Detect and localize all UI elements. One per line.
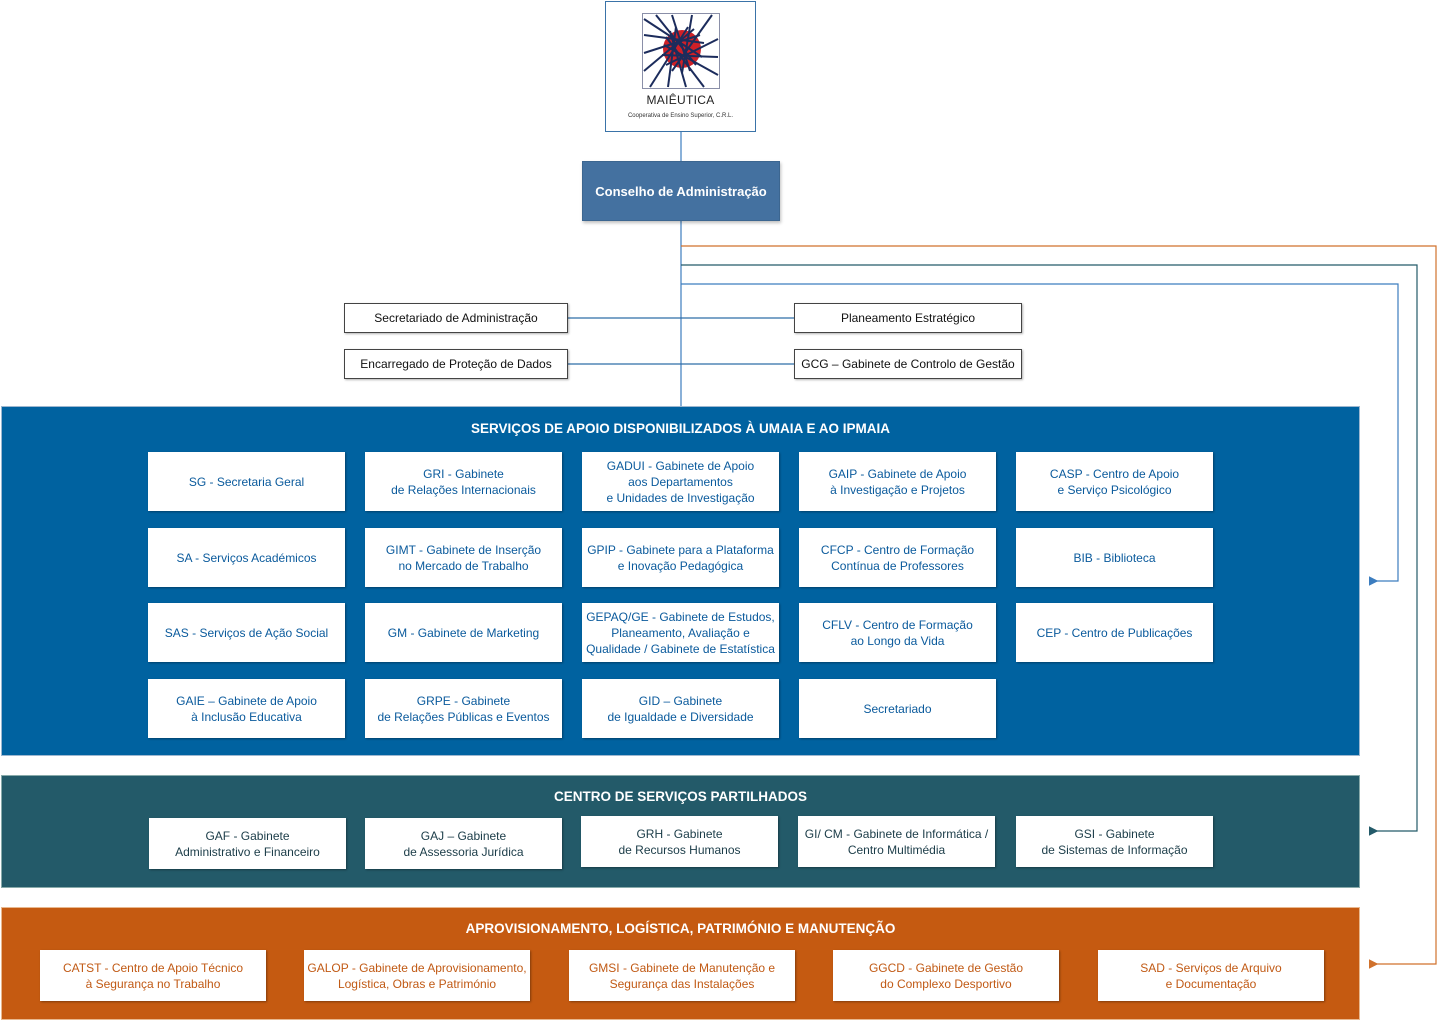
saad-unit-label: GID – Gabinete de Igualdade e Diversidad…	[607, 693, 754, 724]
saad-unit[interactable]: CEP - Centro de Publicações	[1016, 603, 1213, 662]
alpm-unit[interactable]: GGCD - Gabinete de Gestão do Complexo De…	[833, 950, 1059, 1001]
staff-unit-label: Planeamento Estratégico	[840, 311, 976, 325]
maieutica-logo-icon	[642, 13, 720, 89]
saad-unit[interactable]: GID – Gabinete de Igualdade e Diversidad…	[582, 679, 779, 738]
csp-unit-label: GAF - Gabinete Administrativo e Financei…	[175, 828, 320, 859]
saad-unit[interactable]: GAIP - Gabinete de Apoio à Investigação …	[799, 452, 996, 511]
board-of-directors-box[interactable]: Conselho de Administração	[582, 161, 780, 221]
saad-unit[interactable]: GPIP - Gabinete para a Plataforma e Inov…	[582, 528, 779, 587]
saad-unit-label: GADUI - Gabinete de Apoio aos Departamen…	[606, 458, 755, 505]
saad-unit-label: GAIP - Gabinete de Apoio à Investigação …	[828, 466, 967, 497]
saad-unit-label: GM - Gabinete de Marketing	[387, 625, 540, 640]
staff-unit-gcg[interactable]: GCG – Gabinete de Controlo de Gestão	[794, 349, 1022, 379]
saad-unit[interactable]: SA - Serviços Académicos	[148, 528, 345, 587]
saad-unit[interactable]: SAS - Serviços de Ação Social	[148, 603, 345, 662]
saad-unit-label: BIB - Biblioteca	[1073, 550, 1156, 565]
logo-name: MAIÊUTICA	[646, 93, 715, 107]
saad-unit[interactable]: GIMT - Gabinete de Inserção no Mercado d…	[365, 528, 562, 587]
logo-subtitle: Cooperativa de Ensino Superior, C.R.L.	[627, 113, 734, 119]
saad-unit[interactable]: CFCP - Centro de Formação Contínua de Pr…	[799, 528, 996, 587]
staff-unit-label: Secretariado de Administração	[374, 311, 538, 325]
alpm-unit[interactable]: GALOP - Gabinete de Aprovisionamento, Lo…	[304, 950, 530, 1001]
alpm-panel-title: APROVISIONAMENTO, LOGÍSTICA, PATRIMÓNIO …	[465, 921, 896, 936]
csp-unit[interactable]: GRH - Gabinete de Recursos Humanos	[581, 816, 778, 867]
csp-unit[interactable]: GI/ CM - Gabinete de Informática / Centr…	[798, 816, 995, 867]
saad-unit[interactable]: SG - Secretaria Geral	[148, 452, 345, 511]
saad-unit-label: CFLV - Centro de Formação ao Longo da Vi…	[822, 617, 973, 648]
saad-unit-label: SAS - Serviços de Ação Social	[164, 625, 329, 640]
csp-unit-label: GRH - Gabinete de Recursos Humanos	[618, 826, 741, 857]
saad-unit[interactable]: GM - Gabinete de Marketing	[365, 603, 562, 662]
alpm-unit-label: CATST - Centro de Apoio Técnico à Segura…	[62, 960, 244, 991]
saad-unit-label: CFCP - Centro de Formação Contínua de Pr…	[820, 542, 975, 573]
saad-unit-label: Secretariado	[863, 701, 932, 716]
staff-unit-label: GCG – Gabinete de Controlo de Gestão	[801, 357, 1015, 371]
csp-panel: CENTRO DE SERVIÇOS PARTILHADOS GAF - Gab…	[1, 775, 1360, 888]
board-label: Conselho de Administração	[595, 183, 767, 199]
csp-unit[interactable]: GAJ – Gabinete de Assessoria Jurídica	[365, 818, 562, 869]
staff-unit-planeamento-estrategico[interactable]: Planeamento Estratégico	[794, 303, 1022, 333]
staff-unit-protecao-dados[interactable]: Encarregado de Proteção de Dados	[344, 349, 568, 379]
alpm-unit-label: GALOP - Gabinete de Aprovisionamento, Lo…	[307, 960, 527, 991]
maieutica-logo-box: MAIÊUTICA Cooperativa de Ensino Superior…	[605, 1, 756, 132]
saad-unit-label: GRI - Gabinete de Relações Internacionai…	[391, 466, 536, 497]
saad-panel: SERVIÇOS DE APOIO DISPONIBILIZADOS À UMA…	[1, 406, 1360, 756]
saad-unit-label: CASP - Centro de Apoio e Serviço Psicoló…	[1049, 466, 1180, 497]
alpm-unit-label: GGCD - Gabinete de Gestão do Complexo De…	[868, 960, 1024, 991]
saad-unit[interactable]: BIB - Biblioteca	[1016, 528, 1213, 587]
saad-unit[interactable]: CASP - Centro de Apoio e Serviço Psicoló…	[1016, 452, 1213, 511]
alpm-unit[interactable]: GMSI - Gabinete de Manutenção e Seguranç…	[569, 950, 795, 1001]
saad-unit-label: SG - Secretaria Geral	[188, 474, 305, 489]
saad-unit-label: GEPAQ/GE - Gabinete de Estudos, Planeame…	[586, 609, 775, 656]
alpm-unit-label: SAD - Serviços de Arquivo e Documentação	[1140, 960, 1282, 991]
csp-unit-label: GSI - Gabinete de Sistemas de Informação	[1041, 826, 1188, 857]
saad-unit-label: GAIE – Gabinete de Apoio à Inclusão Educ…	[176, 693, 317, 724]
alpm-panel: APROVISIONAMENTO, LOGÍSTICA, PATRIMÓNIO …	[1, 907, 1360, 1020]
csp-unit[interactable]: GAF - Gabinete Administrativo e Financei…	[149, 818, 346, 869]
saad-unit[interactable]: GRI - Gabinete de Relações Internacionai…	[365, 452, 562, 511]
alpm-unit[interactable]: CATST - Centro de Apoio Técnico à Segura…	[40, 950, 266, 1001]
saad-unit-label: GPIP - Gabinete para a Plataforma e Inov…	[587, 542, 774, 573]
saad-panel-title: SERVIÇOS DE APOIO DISPONIBILIZADOS À UMA…	[470, 421, 891, 436]
alpm-unit[interactable]: SAD - Serviços de Arquivo e Documentação	[1098, 950, 1324, 1001]
saad-unit[interactable]: GEPAQ/GE - Gabinete de Estudos, Planeame…	[582, 603, 779, 662]
saad-unit[interactable]: CFLV - Centro de Formação ao Longo da Vi…	[799, 603, 996, 662]
saad-unit[interactable]: GADUI - Gabinete de Apoio aos Departamen…	[582, 452, 779, 511]
saad-unit[interactable]: GAIE – Gabinete de Apoio à Inclusão Educ…	[148, 679, 345, 738]
saad-unit[interactable]: GRPE - Gabinete de Relações Públicas e E…	[365, 679, 562, 738]
alpm-unit-label: GMSI - Gabinete de Manutenção e Seguranç…	[588, 960, 776, 991]
csp-unit-label: GI/ CM - Gabinete de Informática / Centr…	[804, 826, 989, 857]
staff-unit-label: Encarregado de Proteção de Dados	[360, 357, 552, 371]
csp-unit-label: GAJ – Gabinete de Assessoria Jurídica	[403, 828, 524, 859]
saad-unit-label: GIMT - Gabinete de Inserção no Mercado d…	[385, 542, 542, 573]
staff-unit-secretariado-administracao[interactable]: Secretariado de Administração	[344, 303, 568, 333]
csp-panel-title: CENTRO DE SERVIÇOS PARTILHADOS	[553, 789, 808, 804]
saad-unit-label: GRPE - Gabinete de Relações Públicas e E…	[377, 693, 550, 724]
saad-unit[interactable]: Secretariado	[799, 679, 996, 738]
saad-unit-label: SA - Serviços Académicos	[176, 550, 317, 565]
saad-unit-label: CEP - Centro de Publicações	[1036, 625, 1193, 640]
csp-unit[interactable]: GSI - Gabinete de Sistemas de Informação	[1016, 816, 1213, 867]
